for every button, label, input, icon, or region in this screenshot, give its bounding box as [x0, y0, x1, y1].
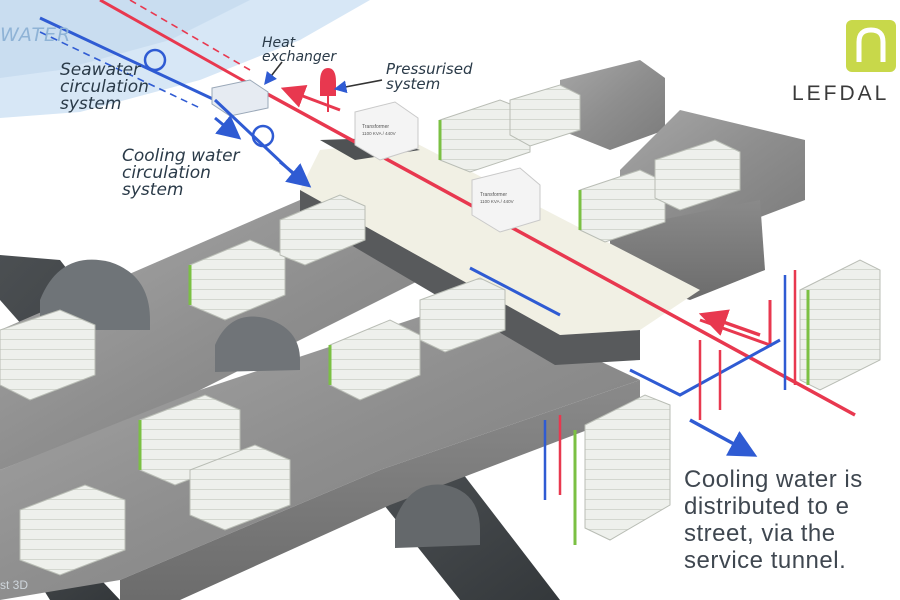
heat-label-line-1: Heat — [262, 35, 296, 51]
water-label: WATER — [0, 24, 72, 46]
caption-line-1: Cooling water is — [684, 466, 863, 493]
distribution-cold-arrow — [689, 418, 758, 457]
heat-label-line-2: exchanger — [262, 49, 337, 65]
server-racks-right — [438, 84, 741, 243]
distribution-hot-arrow — [698, 309, 761, 337]
seawater-label-line-3: system — [60, 94, 122, 114]
rock-block-right-top — [560, 60, 665, 150]
seawater-label-line-1: Seawater — [60, 60, 141, 80]
pressurised-label-line-2: system — [386, 75, 441, 93]
rock-tunnel-lower — [0, 300, 640, 600]
pressurised-vessel-icon — [320, 68, 336, 96]
tunnel-opening-bottom — [395, 484, 480, 548]
seawater-pipe-hot — [99, 0, 261, 92]
transformer-label-1b: 1100 KVA / 440V — [362, 131, 396, 136]
server-racks-lower — [0, 309, 291, 576]
seawater-label-line-2: circulation — [60, 77, 149, 97]
transformer-label-2b: 1100 KVA / 440V — [480, 199, 514, 204]
pressurised-label-line-1: Pressurised — [386, 60, 473, 78]
caption-line-4: service tunnel. — [684, 547, 847, 574]
heat-exchanger-label: Heat exchanger — [262, 36, 336, 64]
caption-line-2: distributed to e — [684, 493, 850, 520]
sea-water-shade — [0, 0, 250, 78]
service-tunnel-floor — [300, 140, 700, 335]
tunnel-opening-left — [40, 259, 150, 330]
rock-tunnel-lower-face — [120, 380, 640, 600]
logo-arch-icon — [856, 27, 886, 62]
seawater-circulation-label: Seawater circulation system — [60, 62, 149, 113]
cooling-label-line-3: system — [122, 180, 184, 200]
tunnel-opening-middle — [215, 316, 300, 372]
cold-pipe-main — [469, 266, 561, 317]
rack-detail-right — [783, 259, 881, 391]
server-racks-upper — [188, 194, 506, 401]
cooling-pump-icon — [251, 124, 275, 148]
transformer-label-1: Transformer — [362, 124, 389, 130]
pressurised-pointer — [333, 79, 383, 94]
transformer-label-2: Transformer — [480, 192, 507, 198]
credit-text: st 3D — [0, 578, 29, 592]
caption-line-3: street, via the — [684, 520, 836, 547]
cooling-arrow-2 — [279, 160, 312, 188]
seawater-pipe-cold — [39, 16, 216, 102]
service-tunnel-wall — [300, 190, 640, 365]
cooling-label-line-1: Cooling water — [122, 146, 240, 166]
pressurised-system-label: Pressurised system — [386, 62, 472, 92]
distribution-caption: Cooling water is distributed to e street… — [684, 466, 863, 574]
cooling-arrow-1 — [214, 115, 242, 140]
transformer-box-1 — [354, 101, 419, 161]
lefdal-logo-icon — [846, 20, 896, 72]
cooling-label-line-2: circulation — [122, 163, 211, 183]
heat-exchanger-icon — [211, 79, 269, 117]
hot-return-arrow — [280, 84, 341, 112]
cooling-water-circulation-label: Cooling water circulation system — [122, 148, 240, 199]
logo-wordmark: LEFDAL — [792, 82, 890, 105]
transformer-box-2 — [471, 167, 541, 233]
seawater-pump-icon — [143, 48, 167, 72]
heat-exchanger-pointer — [264, 61, 283, 86]
rack-detail-bottom — [543, 394, 671, 545]
distribution-hot-pipe — [699, 300, 772, 348]
seawater-pipe-cold-dashed — [39, 31, 201, 109]
distribution-cold-pipe — [629, 338, 781, 397]
